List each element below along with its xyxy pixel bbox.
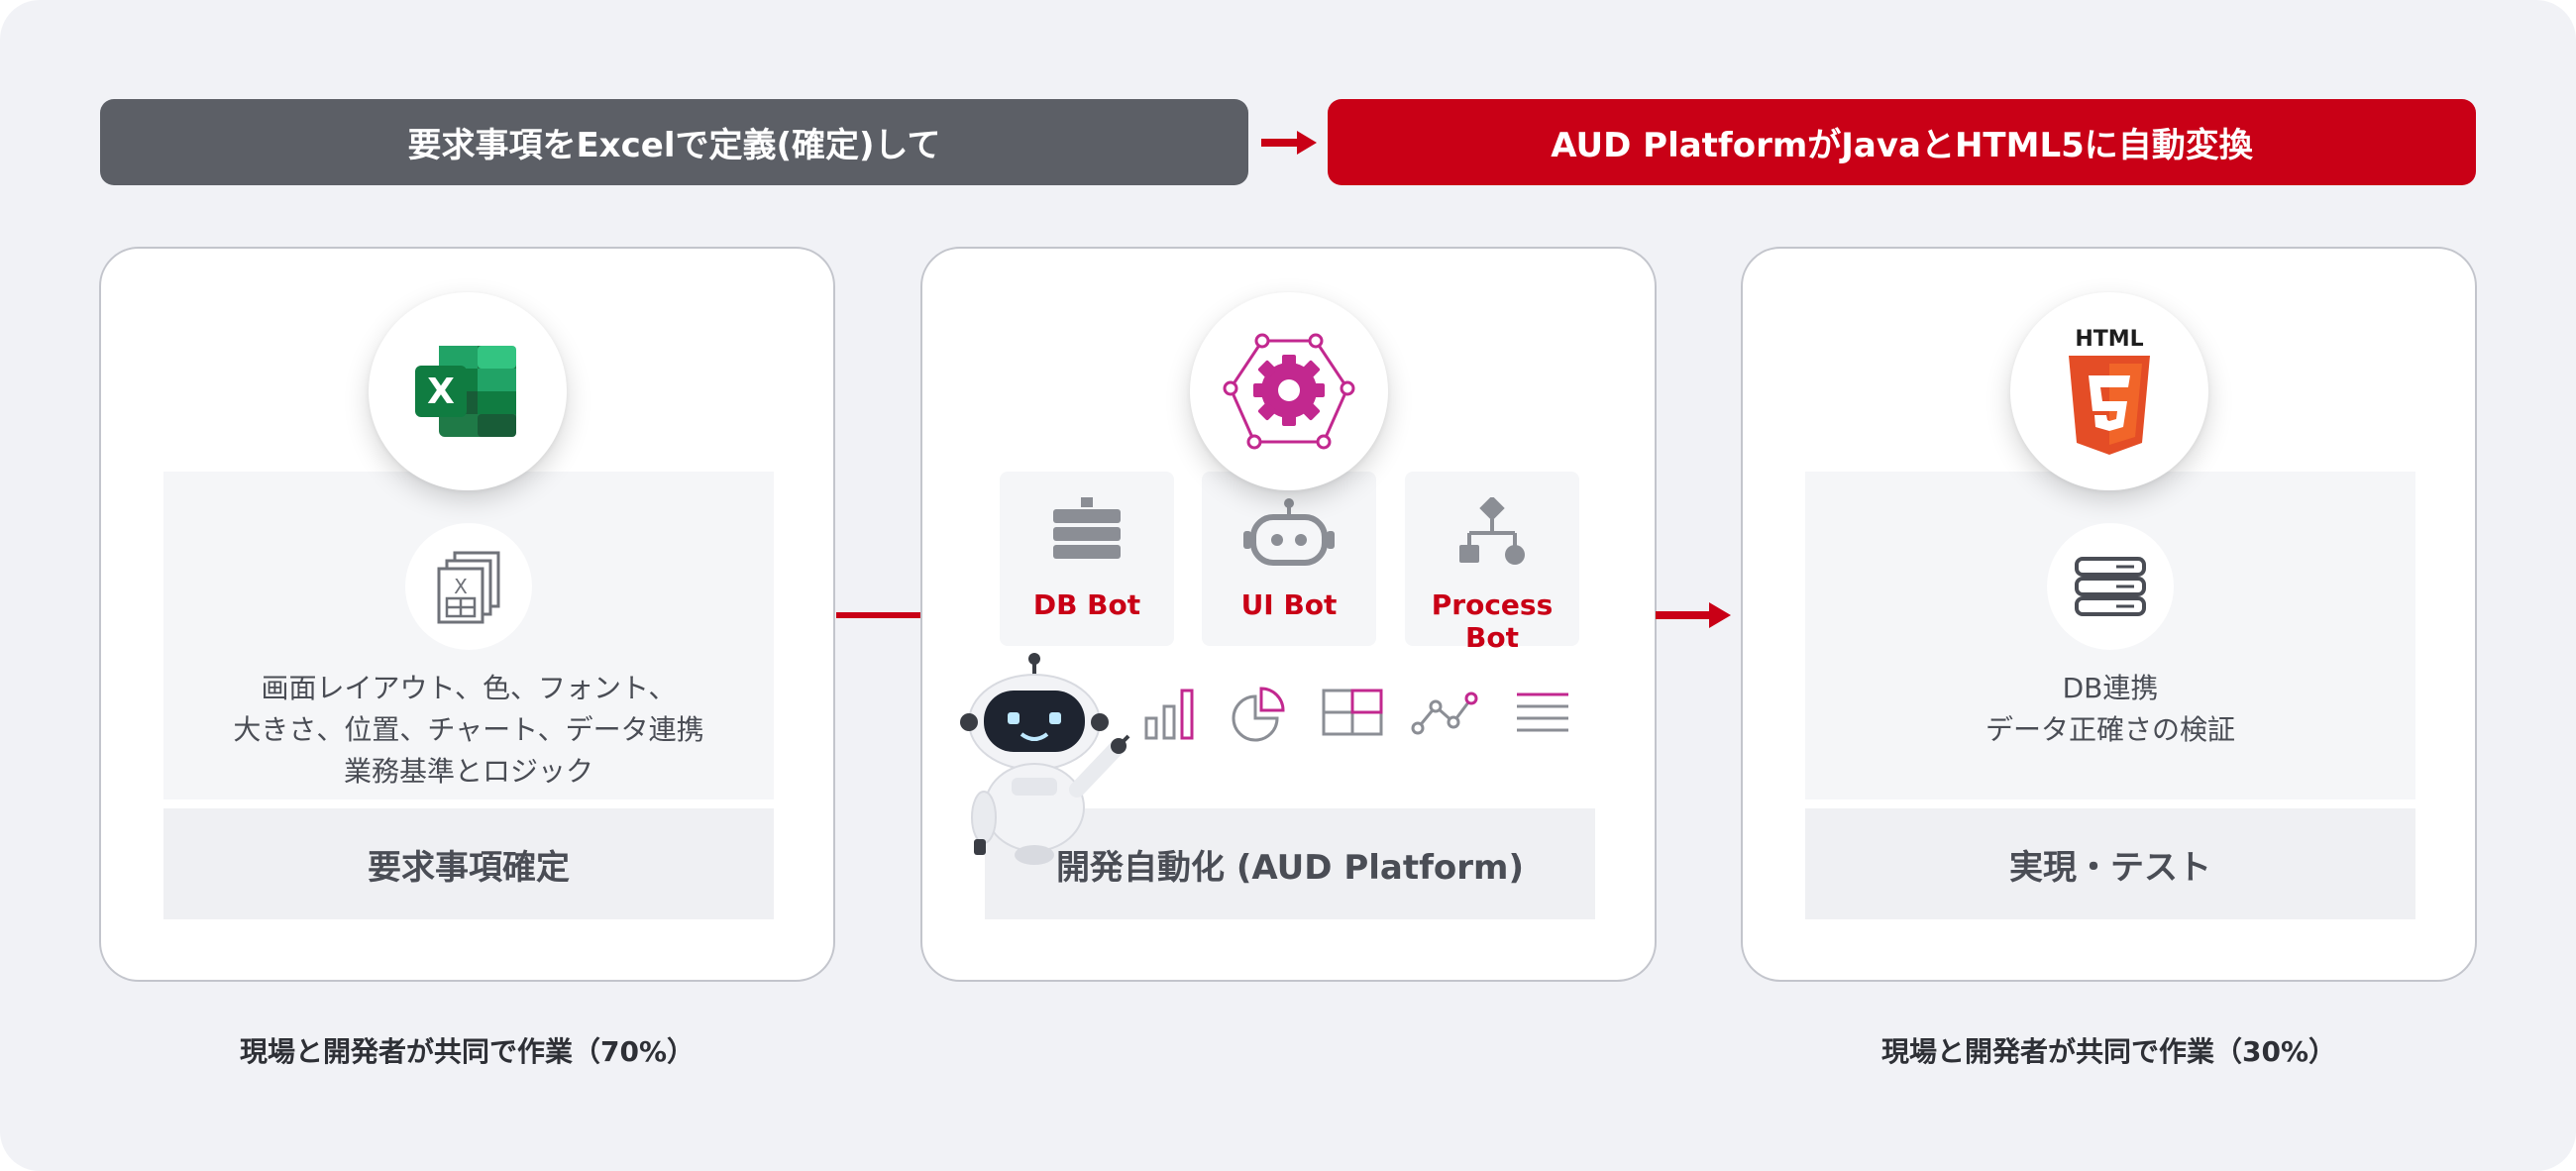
requirements-footer: 要求事項確定 (163, 808, 774, 919)
table-grid-icon (1322, 689, 1383, 736)
database-stack-icon (1053, 497, 1121, 559)
html5-icon-text: HTML (2075, 327, 2143, 352)
requirements-description: 画面レイアウト、色、フォント、 大きさ、位置、チャート、データ連携 業務基準とロ… (163, 668, 774, 793)
verification-description: DB連携 データ正確さの検証 (1805, 668, 2415, 751)
spreadsheet-document-icon: X (405, 523, 532, 650)
banner-auto-convert: AUD PlatformがJavaとHTML5に自動変換 (1328, 99, 2476, 185)
robot-mascot-icon (960, 653, 1130, 865)
ui-bot-tile: UI Bot (1202, 472, 1376, 646)
line-chart-icon (1411, 692, 1478, 735)
gear-network-icon (1189, 292, 1388, 490)
html5-icon: HTML (2009, 292, 2208, 490)
verification-line: DB連携 (2062, 672, 2159, 704)
card-implementation-test: HTML DB連携 データ正確さの検証 (1741, 247, 2477, 982)
process-bot-tile: Process Bot (1405, 472, 1579, 654)
process-bot-label: Process Bot (1431, 588, 1554, 654)
ui-bot-label: UI Bot (1240, 588, 1338, 621)
connector-line (836, 612, 921, 618)
verification-panel: DB連携 データ正確さの検証 (1805, 472, 2415, 799)
list-icon (1517, 692, 1568, 732)
automation-footer: 開発自動化 (AUD Platform) (985, 808, 1595, 919)
pie-chart-icon (1232, 687, 1285, 742)
requirements-line: 大きさ、位置、チャート、データ連携 (233, 713, 704, 746)
implementation-footer: 実現・テスト (1805, 808, 2415, 919)
flowchart-icon (1459, 497, 1525, 565)
banner-define-requirements: 要求事項をExcelで定義(確定)して (100, 99, 1248, 185)
db-bot-label: DB Bot (1032, 588, 1141, 621)
server-icon (2047, 523, 2174, 650)
robot-face-icon (1243, 498, 1335, 566)
collaboration-note-70: 現場と開発者が共同で作業（70%） (239, 1035, 696, 1068)
requirements-line: 画面レイアウト、色、フォント、 (261, 672, 677, 704)
card-development-automation: DB Bot UI Bot (920, 247, 1657, 982)
bar-chart-icon (1144, 689, 1194, 740)
requirements-panel: X 画面レイアウト、色、フォント、 大きさ、位置、チャート、データ連携 業務基準… (163, 472, 774, 799)
arrow-right-icon (1656, 602, 1731, 628)
requirements-line: 業務基準とロジック (343, 755, 593, 788)
verification-line: データ正確さの検証 (1985, 713, 2235, 746)
excel-icon: X (368, 292, 567, 490)
collaboration-note-30: 現場と開発者が共同で作業（30%） (1880, 1035, 2337, 1068)
card-requirements: X X 画面レイアウト、色、フォント、 大きさ、位置、チャート、データ連携 業務… (99, 247, 835, 982)
arrow-right-icon (1261, 131, 1317, 155)
svg-text:X: X (427, 372, 455, 412)
svg-text:X: X (454, 575, 468, 598)
db-bot-tile: DB Bot (1000, 472, 1174, 646)
